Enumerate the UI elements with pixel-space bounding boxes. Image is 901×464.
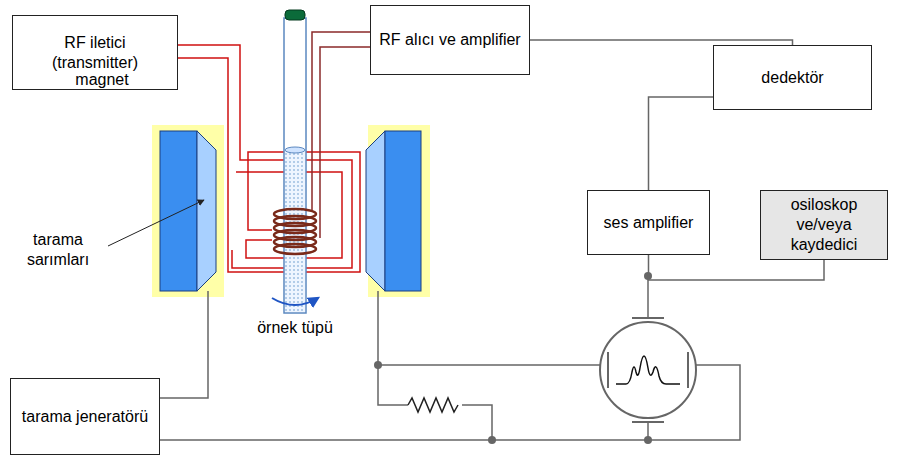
part-label: tarama sarımları xyxy=(8,230,108,270)
detector-box: dedektör xyxy=(713,45,872,110)
signal-wire xyxy=(649,97,714,190)
sweep-generator-box: tarama jeneratörü xyxy=(10,378,160,455)
sweep-wire xyxy=(160,276,740,440)
leader-line xyxy=(108,200,204,246)
oscilloscope-box: osiloskop ve/veya kaydedici xyxy=(760,190,888,260)
sample-tube xyxy=(284,10,306,313)
rf-coil xyxy=(274,209,316,254)
part-label: magnet xyxy=(62,70,142,90)
transmitter-wire xyxy=(178,45,360,272)
box-label: ses amplifier xyxy=(604,213,694,233)
part-label: örnek tüpü xyxy=(250,318,340,338)
box-label: RF alıcı ve amplifier xyxy=(379,30,520,50)
junction-dot xyxy=(374,272,652,444)
audio-amplifier-box: ses amplifier xyxy=(587,190,710,255)
box-label: dedektör xyxy=(761,68,823,88)
receiver-wire xyxy=(312,32,370,238)
crt-tube xyxy=(600,318,696,422)
resistor-symbol xyxy=(408,398,458,412)
receiver-box: RF alıcı ve amplifier xyxy=(370,5,530,75)
box-label: osiloskop ve/veya kaydedici xyxy=(769,195,879,255)
rotation-arrow xyxy=(272,298,318,305)
box-label: RF iletici (transmitter) xyxy=(21,33,169,73)
box-label: tarama jeneratörü xyxy=(22,407,148,427)
